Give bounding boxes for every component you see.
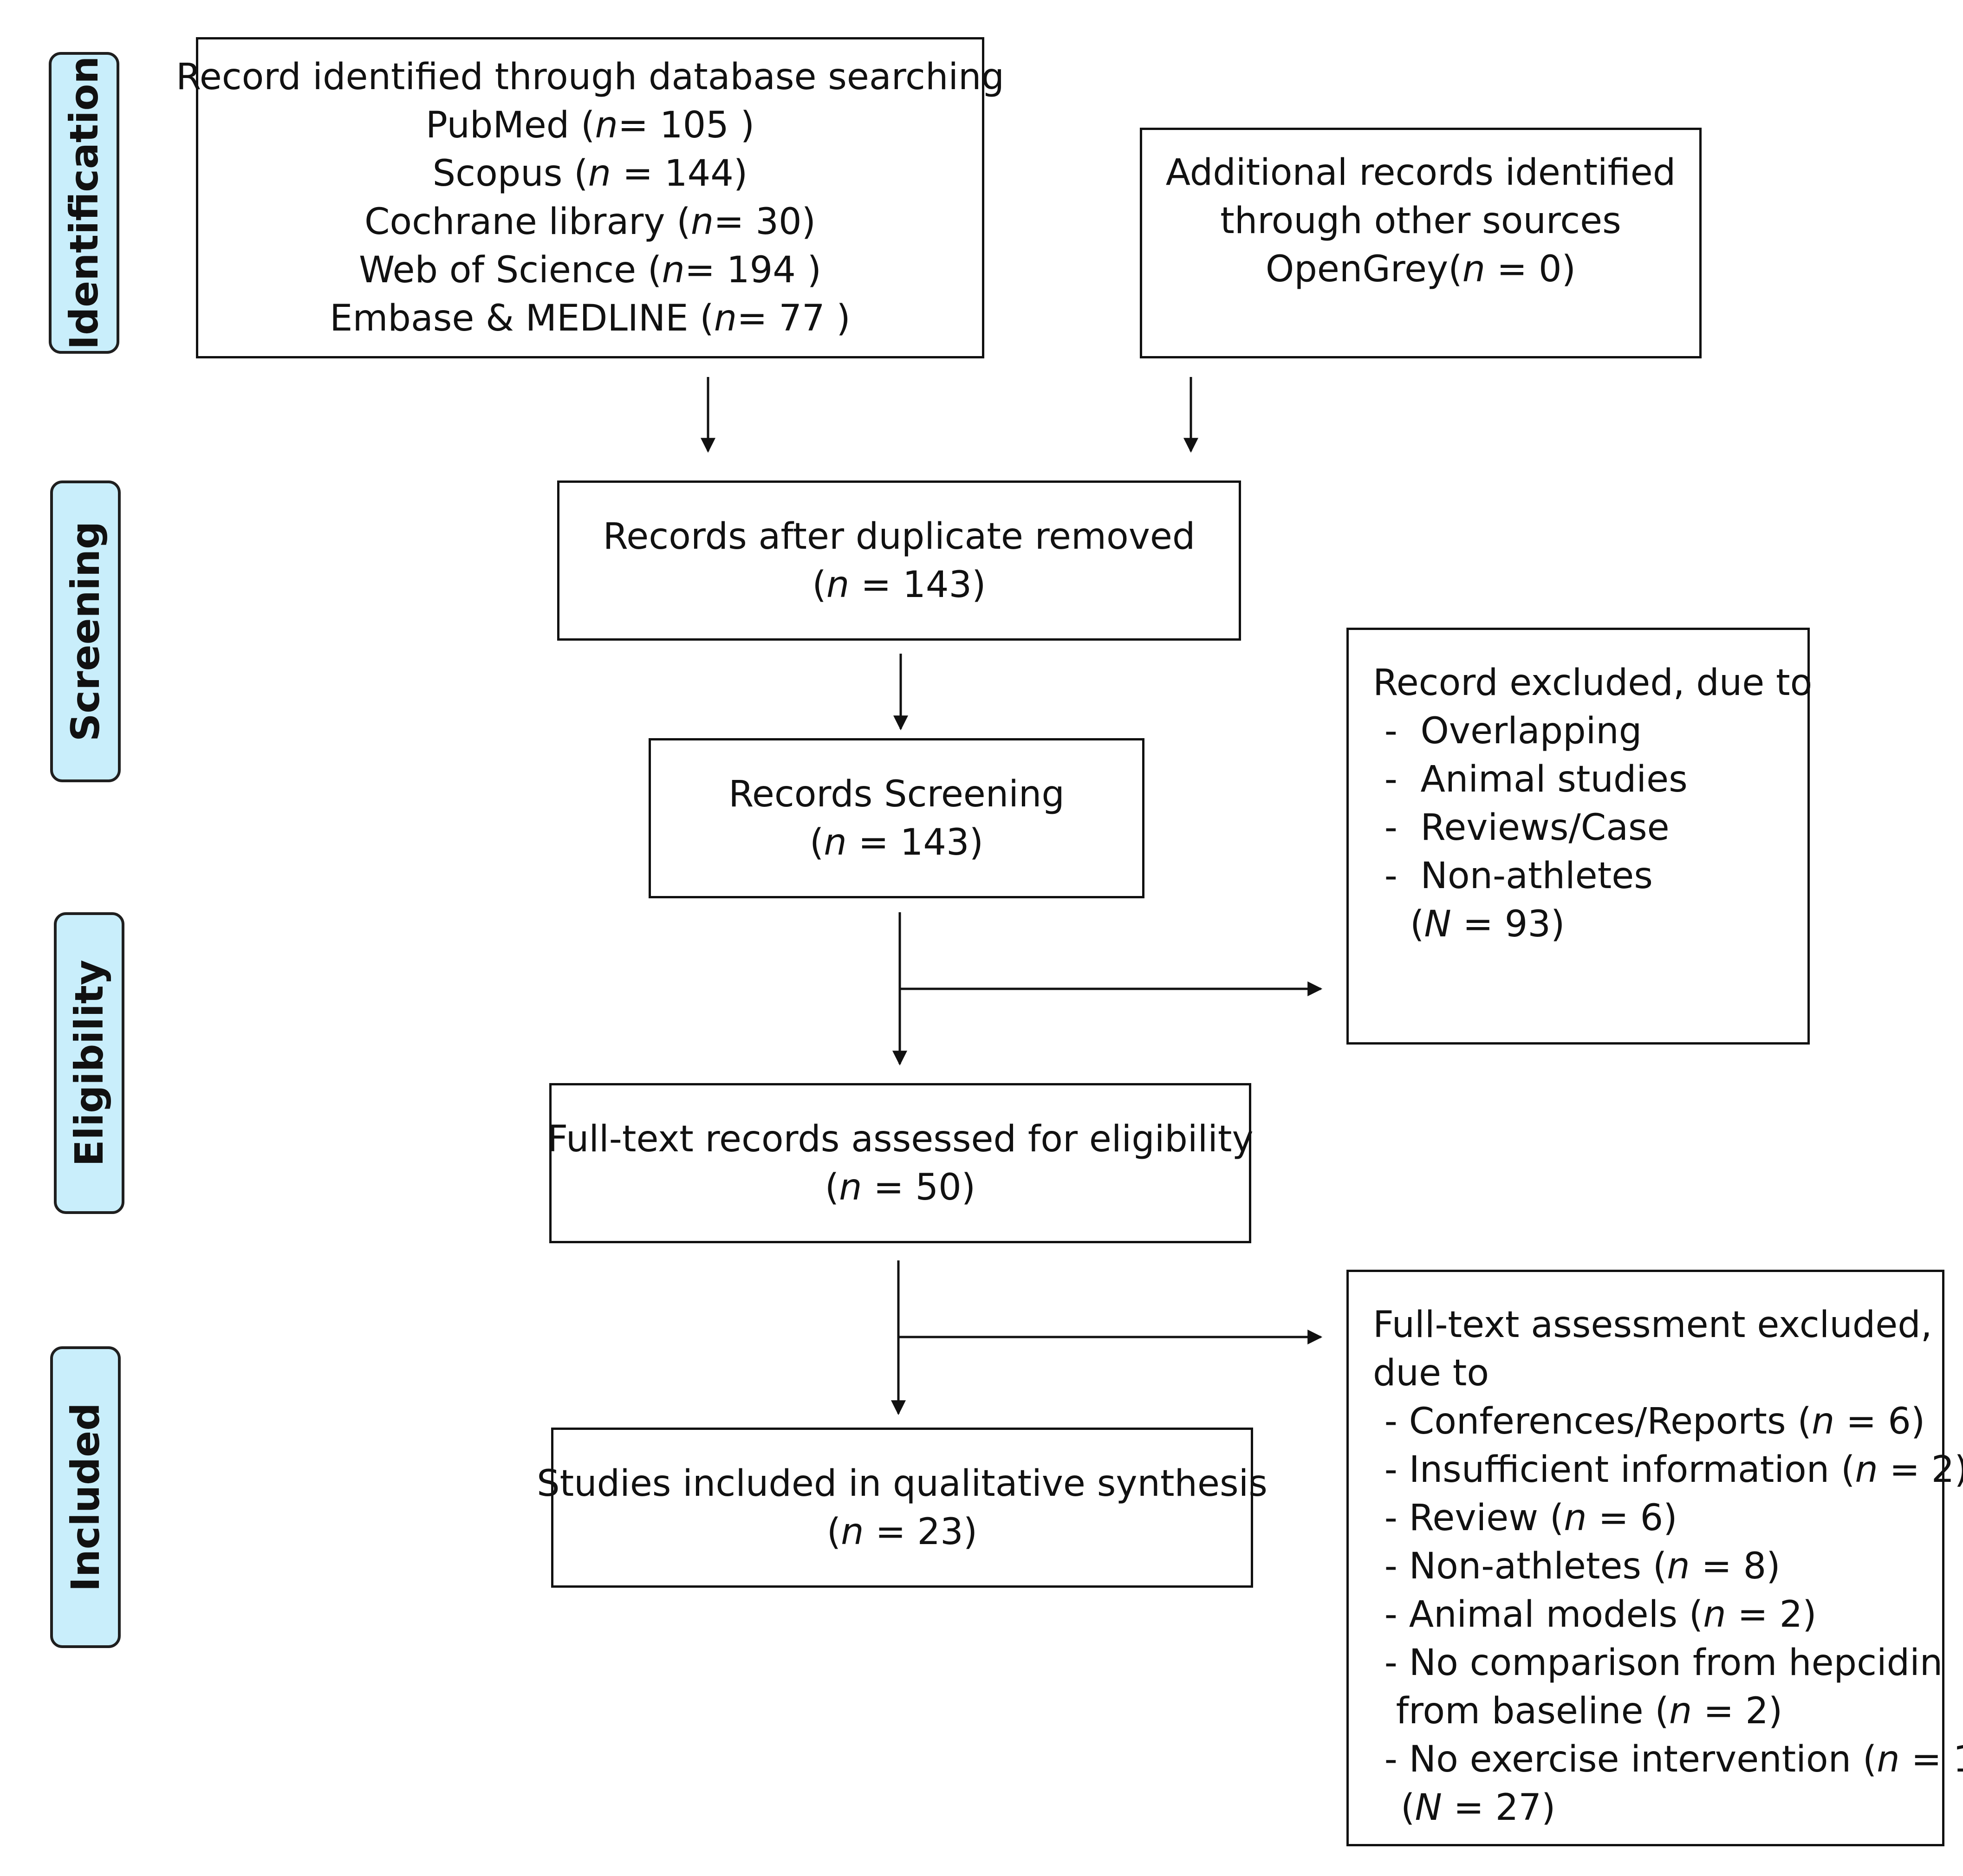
phase-eligibility: Eligibility: [54, 912, 124, 1214]
duplicates-removed-box: Records after duplicate removed (n = 143…: [557, 480, 1241, 641]
full-text-excluded-item: - Non-athletes (n = 8): [1384, 1545, 1781, 1587]
full-text-excluded-item: - Conferences/Reports (n = 6): [1384, 1401, 1925, 1442]
database-item-pubmed: PubMed (n= 105 ): [425, 104, 755, 146]
full-text-assessed-box: Full-text records assessed for eligibili…: [547, 1083, 1254, 1243]
screening-box: Records Screening (n = 143): [649, 738, 1144, 898]
screening-count: (n = 143): [809, 821, 984, 863]
database-item-embase-medline: Embase & MEDLINE (n= 77 ): [330, 298, 851, 339]
database-item-web-of-science: Web of Science (n= 194 ): [358, 249, 822, 291]
database-search-title: Record identified through database searc…: [176, 56, 1004, 98]
database-search-box: Record identified through database searc…: [176, 37, 1004, 358]
phase-included: Included: [50, 1346, 121, 1648]
other-sources-opengrey: OpenGrey(n = 0): [1265, 248, 1576, 290]
included-studies-title: Studies included in qualitative synthesi…: [537, 1462, 1268, 1505]
screening-excluded-box: Record excluded, due to - Overlapping - …: [1346, 628, 1813, 1045]
phase-screening: Screening: [50, 480, 121, 782]
included-studies-box: Studies included in qualitative synthesi…: [537, 1428, 1268, 1588]
other-sources-box: Additional records identified through ot…: [1140, 128, 1702, 358]
database-item-scopus: Scopus (n = 144): [432, 153, 748, 195]
full-text-excluded-item: - Animal models (n = 2): [1384, 1594, 1817, 1636]
full-text-excluded-item: - Insufficient information (n = 2): [1384, 1449, 1963, 1491]
screening-excluded-item: - Animal studies: [1373, 759, 1688, 800]
full-text-excluded-item: - No comparison from hepcidin: [1384, 1642, 1943, 1684]
other-sources-line1: Additional records identified: [1165, 152, 1676, 194]
screening-excluded-title: Record excluded, due to: [1373, 662, 1813, 704]
full-text-excluded-box: Full-text assessment excluded, due to - …: [1346, 1270, 1963, 1846]
screening-title: Records Screening: [728, 773, 1065, 815]
screening-excluded-total: (N = 93): [1410, 903, 1565, 945]
duplicates-removed-count: (n = 143): [812, 564, 986, 606]
full-text-assessed-count: (n = 50): [825, 1166, 976, 1208]
full-text-excluded-title: Full-text assessment excluded,: [1373, 1304, 1932, 1346]
screening-excluded-item: - Non-athletes: [1373, 855, 1653, 897]
other-sources-line2: through other sources: [1220, 200, 1621, 242]
screening-excluded-item: - Overlapping: [1373, 710, 1642, 752]
included-studies-count: (n = 23): [826, 1511, 978, 1553]
screening-excluded-item: - Reviews/Case: [1373, 807, 1670, 849]
full-text-excluded-item: - No exercise intervention (n = 1): [1384, 1739, 1963, 1780]
full-text-excluded-total: (N = 27): [1401, 1787, 1556, 1829]
full-text-excluded-item: - Review (n = 6): [1384, 1497, 1677, 1539]
full-text-excluded-item-cont: from baseline (n = 2): [1384, 1690, 1783, 1732]
duplicates-removed-title: Records after duplicate removed: [603, 515, 1196, 558]
full-text-excluded-title-cont: due to: [1373, 1352, 1489, 1394]
database-item-cochrane: Cochrane library (n= 30): [364, 201, 816, 243]
full-text-assessed-title: Full-text records assessed for eligibili…: [547, 1118, 1254, 1160]
phase-identification: Identification: [49, 52, 119, 354]
